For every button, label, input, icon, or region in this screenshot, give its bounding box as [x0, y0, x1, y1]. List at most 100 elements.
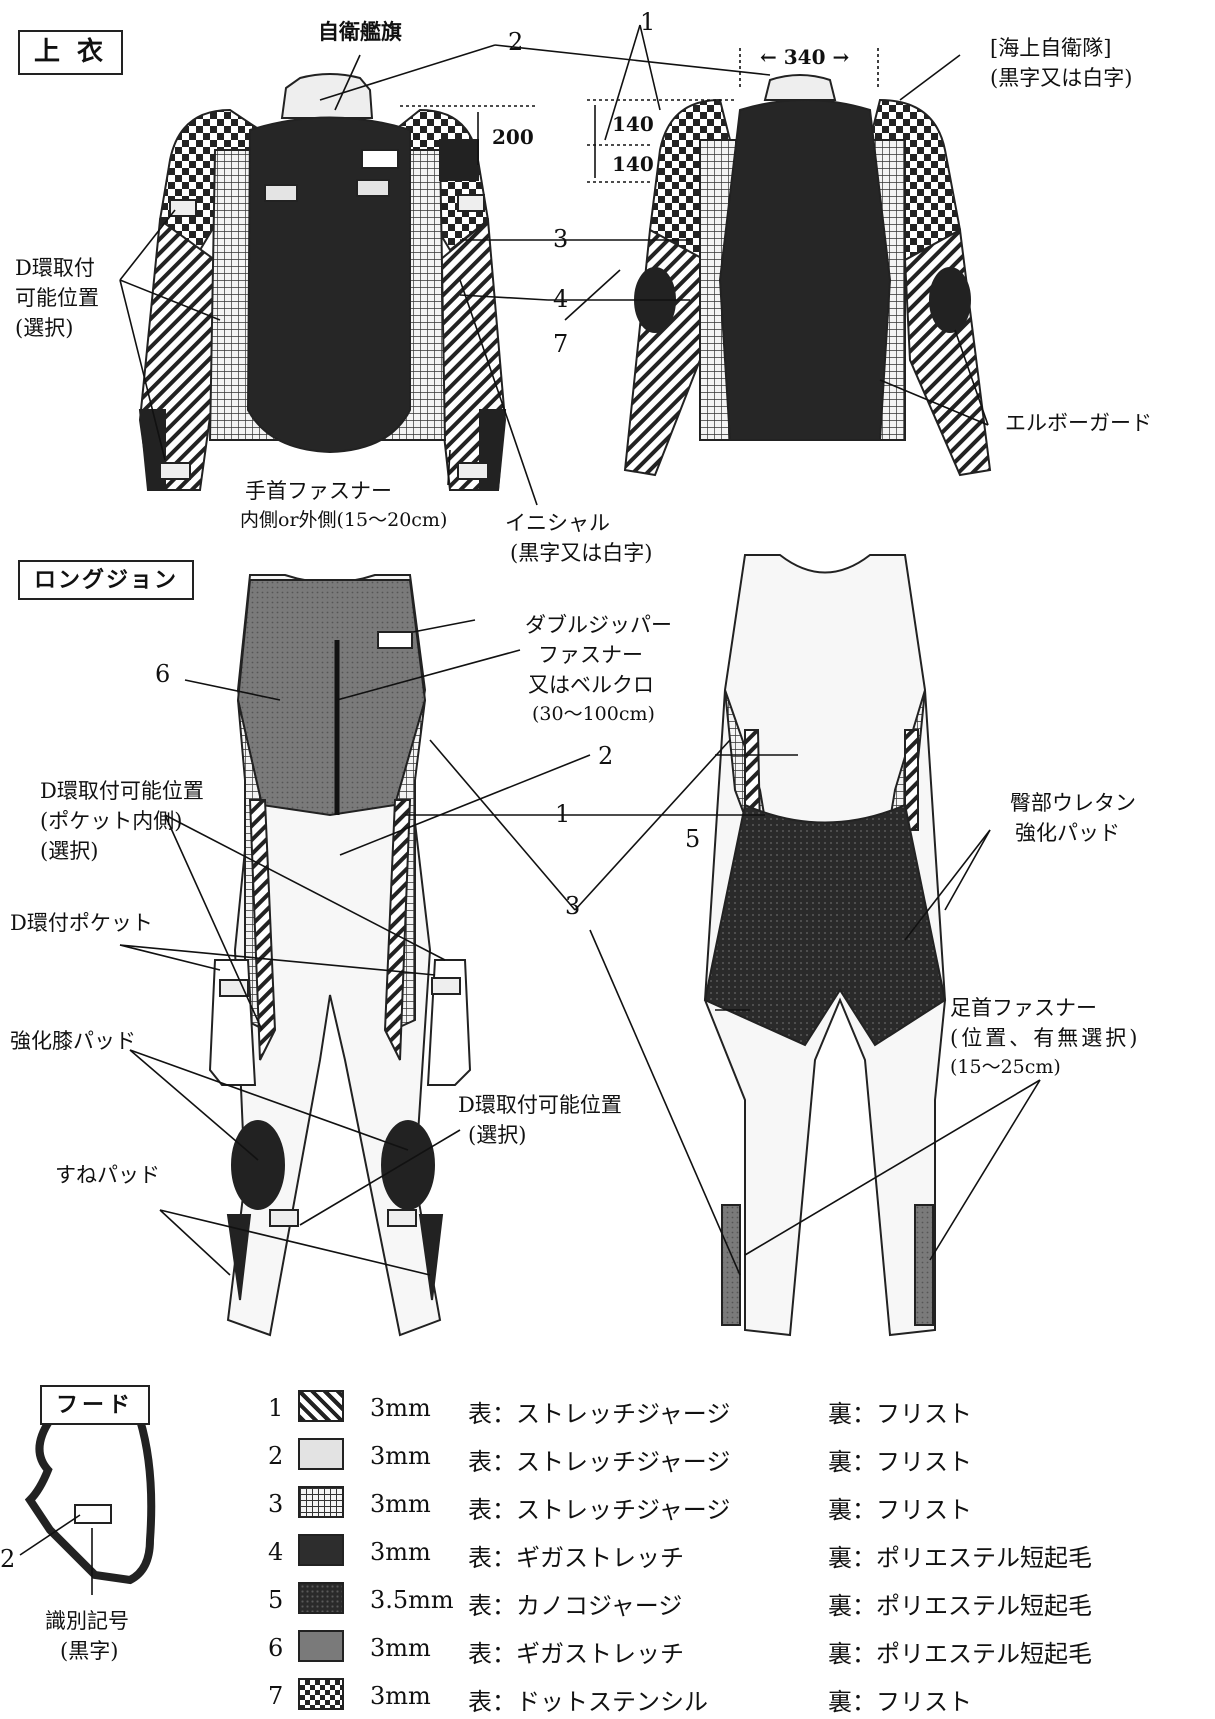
label-zip-4: (30～100cm) — [532, 703, 655, 725]
label-jmsdf: [海上自衛隊] — [990, 36, 1112, 60]
label-d-ring-2: 可能位置 — [15, 286, 99, 310]
legend-front: 表：ストレッチジャージ — [468, 1496, 731, 1524]
legend-num: 2 — [268, 1442, 284, 1470]
longjohn-num-1: 1 — [555, 800, 571, 828]
elbow-guard-right — [929, 267, 971, 333]
dim-340: ← 340 → — [760, 45, 850, 69]
legend-front: 表：カノコジャージ — [468, 1592, 683, 1620]
legend-row: 1 3mm 表：ストレッチジャージ 裏：フリスト — [268, 1388, 1168, 1428]
label-jmsdf-note: (黒字又は白字) — [990, 66, 1133, 90]
label-initial-2: (黒字又は白字) — [510, 541, 653, 565]
legend-front: 表：ストレッチジャージ — [468, 1448, 731, 1476]
hood-id-patch — [74, 1504, 112, 1524]
label-zip-3: 又はベルクロ — [528, 673, 654, 697]
longjohn-front — [208, 574, 472, 1337]
longjohn-back-right-hatch — [904, 729, 919, 831]
legend-thickness: 3.5mm — [370, 1586, 454, 1614]
jacket-front-flag-patch — [361, 149, 399, 169]
dim-340-value: 340 — [783, 45, 826, 69]
label-ankle-zip-2: (位置、有無選択) — [950, 1026, 1141, 1050]
d-ring-right-lower — [457, 462, 489, 480]
legend-num: 6 — [268, 1634, 284, 1662]
ankle-zipper-left — [721, 1204, 741, 1326]
legend-swatch-plain — [298, 1438, 344, 1470]
label-dring-pocket-1: D環取付可能位置 — [40, 779, 204, 803]
hood-num-2: 2 — [0, 1545, 16, 1573]
jacket-num-2: 2 — [508, 28, 524, 56]
legend-row: 6 3mm 表：ギガストレッチ 裏：ポリエステル短起毛 — [268, 1628, 1168, 1668]
legend-front: 表：ドットステンシル — [468, 1688, 708, 1716]
jacket-back — [623, 74, 992, 477]
hood — [24, 1396, 156, 1585]
label-elbow-guard: エルボーガード — [1005, 411, 1152, 435]
legend-thickness: 3mm — [370, 1394, 431, 1422]
longjohn-front-name-patch — [377, 631, 413, 649]
longjohn-num-6: 6 — [155, 660, 171, 688]
legend-front: 表：ストレッチジャージ — [468, 1400, 731, 1428]
label-zip-2: ファスナー — [538, 643, 643, 667]
legend-front: 表：ギガストレッチ — [468, 1544, 684, 1572]
label-hip-pad-2: 強化パッド — [1015, 821, 1120, 845]
ankle-zipper-right — [914, 1204, 934, 1326]
label-flag: 自衛艦旗 — [318, 19, 402, 44]
legend-back: 裏：フリスト — [828, 1400, 972, 1428]
label-hood-id-2: (黒字) — [60, 1639, 119, 1663]
label-hip-pad-1: 臀部ウレタン — [1010, 791, 1136, 815]
jacket-front — [138, 73, 507, 491]
knee-d-ring-right — [387, 1209, 417, 1227]
legend-row: 5 3.5mm 表：カノコジャージ 裏：ポリエステル短起毛 — [268, 1580, 1168, 1620]
d-ring-left-lower — [159, 462, 191, 480]
shin-pad-left — [226, 1214, 252, 1301]
jacket-back-center — [718, 99, 892, 441]
label-wrist-zip-1: 手首ファスナー — [245, 479, 392, 503]
hood-outline — [24, 1396, 156, 1585]
jacket-back-right-sleeve — [903, 228, 992, 477]
legend-thickness: 3mm — [370, 1634, 431, 1662]
longjohn-back — [703, 554, 947, 1337]
jacket-num-3: 3 — [553, 225, 569, 253]
legend-front: 表：ギガストレッチ — [468, 1640, 684, 1668]
legend-swatch-dark — [298, 1534, 344, 1566]
label-ankle-zip-1: 足首ファスナー — [950, 996, 1097, 1020]
label-dring-pocket-3: (選択) — [40, 839, 99, 863]
legend-row: 3 3mm 表：ストレッチジャージ 裏：フリスト — [268, 1484, 1168, 1524]
legend-back: 裏：ポリエステル短起毛 — [828, 1544, 1092, 1572]
legend-num: 3 — [268, 1490, 284, 1518]
legend-back: 裏：フリスト — [828, 1688, 972, 1716]
section-jacket: 上 衣 — [18, 30, 124, 75]
longjohn-num-5: 5 — [685, 825, 701, 853]
knee-pad-right — [381, 1120, 435, 1210]
legend-row: 2 3mm 表：ストレッチジャージ 裏：フリスト — [268, 1436, 1168, 1476]
jacket-num-7: 7 — [553, 330, 569, 358]
longjohn-front-left-hatch — [248, 799, 277, 1061]
legend-thickness: 3mm — [370, 1682, 431, 1710]
leader-lines — [19, 24, 1041, 1595]
legend-thickness: 3mm — [370, 1538, 431, 1566]
label-zip-1: ダブルジッパー — [525, 613, 672, 637]
label-dring-knee-2: (選択) — [468, 1123, 527, 1147]
dim-200: 200 — [492, 125, 534, 149]
label-hood-id-1: 識別記号 — [45, 1609, 129, 1633]
legend-back: 裏：ポリエステル短起毛 — [828, 1640, 1092, 1668]
knee-pad-left — [231, 1120, 285, 1210]
section-longjohn: ロングジョン — [18, 560, 195, 601]
label-dring-pocket: D環付ポケット — [10, 911, 153, 935]
label-wrist-zip-2: 内側or外側(15～20cm) — [240, 509, 448, 531]
shin-pad-right — [418, 1214, 444, 1301]
d-ring-right-upper — [457, 194, 485, 212]
hip-pad-panel — [703, 803, 947, 1047]
legend-num: 1 — [268, 1394, 284, 1422]
section-hood: フード — [40, 1385, 151, 1426]
jacket-back-left-sleeve — [623, 228, 707, 477]
label-dring-pocket-2: (ポケット内側) — [40, 809, 183, 833]
legend-num: 7 — [268, 1682, 284, 1710]
legend-num: 5 — [268, 1586, 284, 1614]
label-shin-pad: すねパッド — [55, 1163, 160, 1187]
d-ring-left-upper — [169, 199, 197, 217]
pocket-d-ring-right — [431, 977, 461, 995]
legend-swatch-gray — [298, 1630, 344, 1662]
jacket-front-dark-square — [439, 139, 479, 181]
label-d-ring-3: (選択) — [15, 316, 74, 340]
legend-back: 裏：フリスト — [828, 1496, 972, 1524]
legend-swatch-grid — [298, 1486, 344, 1518]
